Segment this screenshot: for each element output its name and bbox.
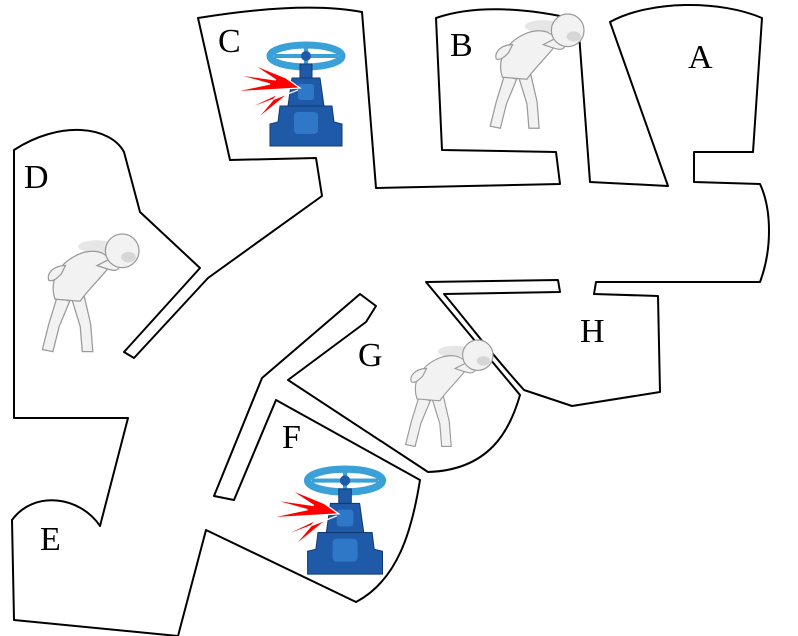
- room-label-b: B: [450, 27, 473, 64]
- room-label-h: H: [580, 313, 605, 350]
- room-label-f: F: [282, 419, 301, 456]
- room-label-a: A: [688, 39, 713, 76]
- room-label-e: E: [40, 521, 61, 558]
- room-label-c: C: [218, 23, 241, 60]
- room-c-outline: [11, 3, 770, 636]
- walls: [11, 3, 770, 636]
- room-label-g: G: [358, 337, 383, 374]
- room-label-d: D: [24, 159, 49, 196]
